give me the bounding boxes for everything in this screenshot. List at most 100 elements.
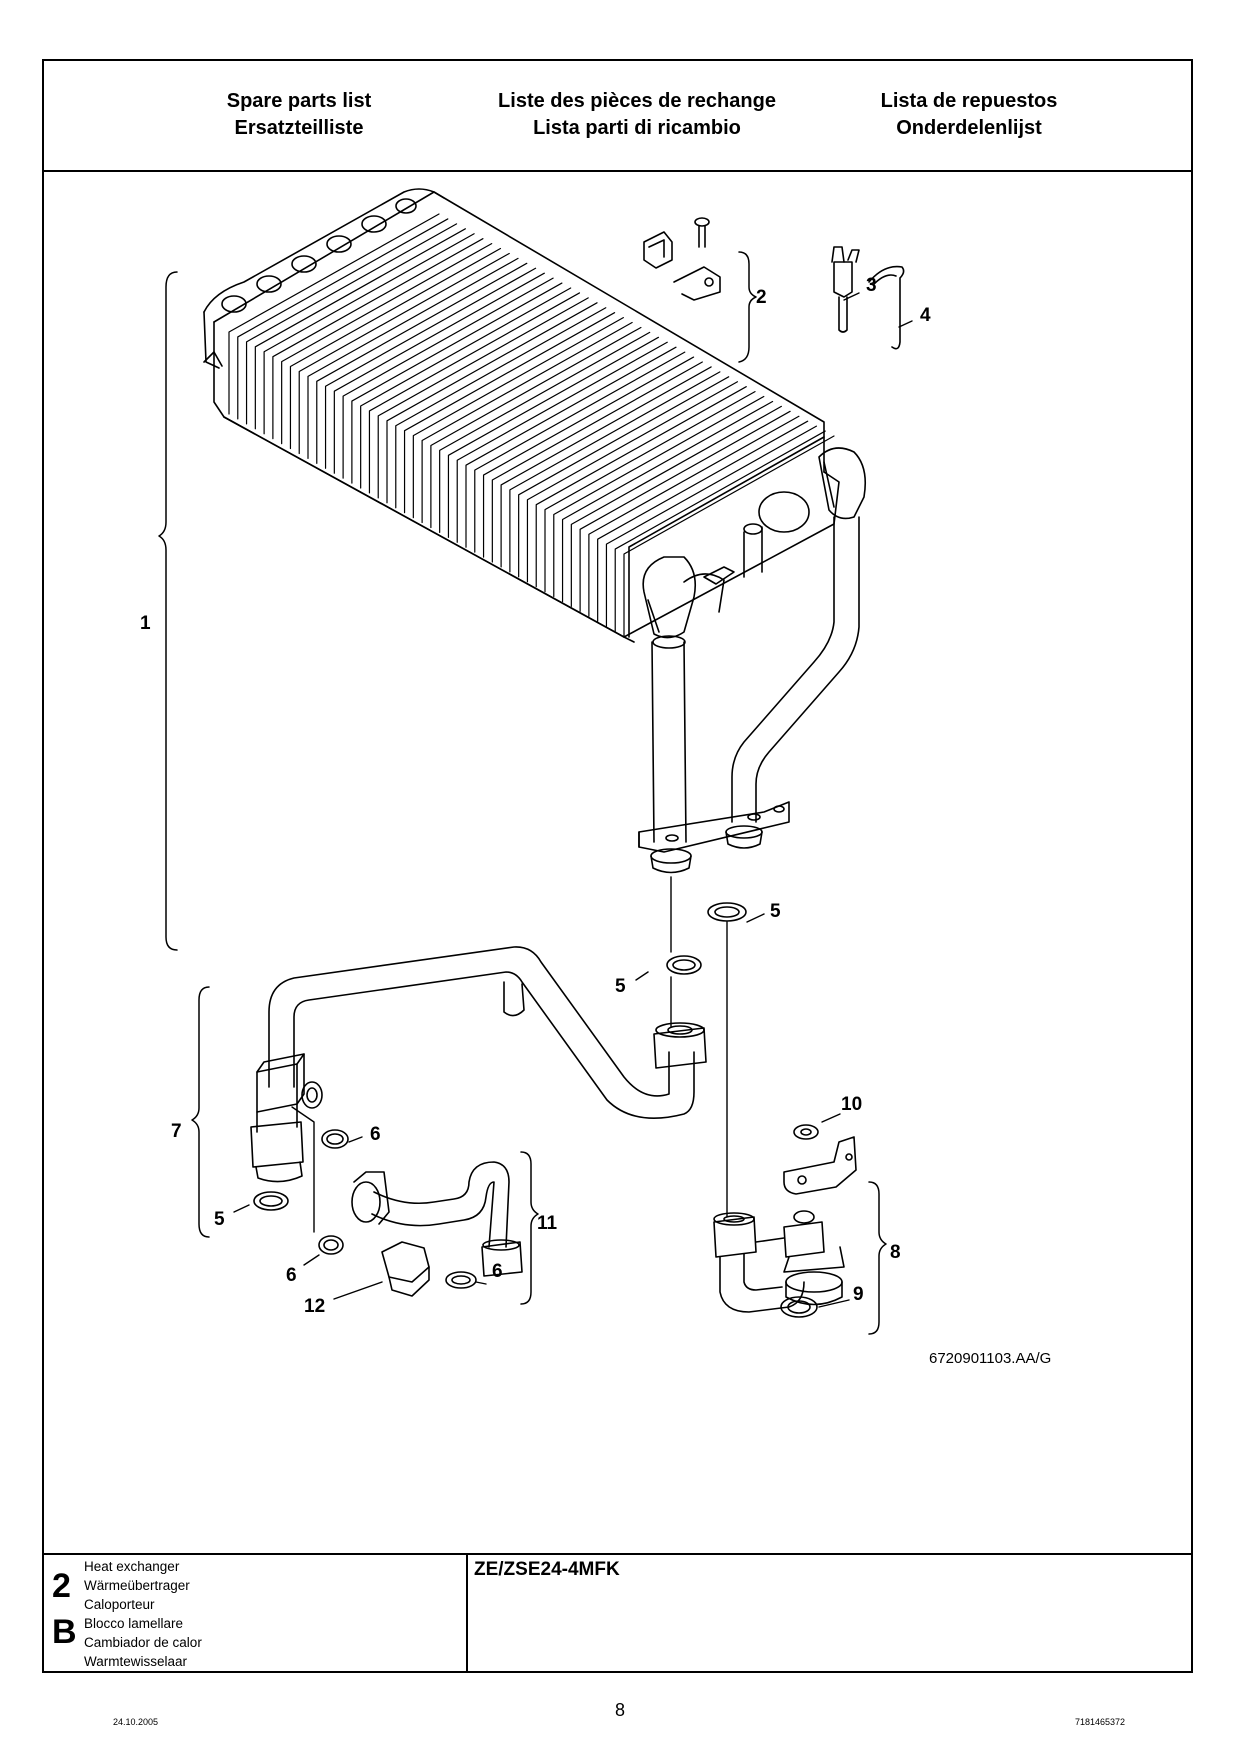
document-number: 7181465372	[1075, 1717, 1126, 1727]
grouping-braces	[158, 251, 887, 1335]
bent-pipe-illustration	[351, 1161, 523, 1277]
valve-fitting-illustration	[713, 1210, 845, 1313]
fin-line	[245, 223, 458, 425]
fin-line	[263, 233, 475, 435]
callout-4: 4	[920, 305, 931, 326]
fin-line	[386, 302, 598, 504]
drawing-reference: 6720901103.AA/G	[929, 1350, 1051, 1367]
pipe-assembly-illustration	[250, 946, 707, 1183]
part-name-english: Heat exchanger	[84, 1559, 180, 1574]
fin-line	[456, 341, 668, 543]
fin-line	[447, 336, 660, 538]
callout-5-left: 5	[214, 1209, 225, 1230]
callout-3: 3	[866, 275, 877, 296]
callout-6-lower: 6	[286, 1265, 297, 1286]
fin-line	[561, 400, 774, 603]
section-letter: B	[52, 1613, 77, 1651]
title-liste-des-pieces: Liste des pièces de rechange	[498, 90, 776, 112]
fin-line	[342, 277, 554, 479]
fin-line	[430, 326, 642, 529]
exchanger-outlet-pipes	[638, 516, 860, 874]
model-designation: ZE/ZSE24-4MFK	[474, 1559, 620, 1580]
fin-line	[623, 435, 835, 637]
fin-line	[482, 356, 695, 558]
fin-line	[474, 351, 686, 553]
heat-exchanger-illustration	[203, 188, 840, 643]
sealing-washers	[253, 902, 818, 1318]
fin-line	[377, 297, 589, 499]
fin-line	[333, 272, 545, 474]
fin-line	[421, 321, 633, 524]
document-date: 24.10.2005	[113, 1717, 159, 1727]
fin-line	[579, 410, 791, 612]
fin-line	[228, 213, 440, 415]
part-name-french: Caloporteur	[84, 1597, 155, 1612]
fin-line	[281, 243, 493, 445]
part-name-italian: Blocco lamellare	[84, 1616, 184, 1631]
title-onderdelenlijst: Onderdelenlijst	[896, 117, 1042, 139]
fin-line	[605, 425, 818, 627]
fin-line	[544, 391, 756, 593]
fin-line	[254, 228, 466, 430]
callout-10: 10	[841, 1094, 862, 1115]
page-number: 8	[614, 1700, 625, 1720]
fin-line	[509, 371, 721, 573]
title-ersatzteilliste: Ersatzteilliste	[234, 117, 364, 139]
callout-5-middle: 5	[615, 976, 626, 997]
fin-line	[439, 331, 651, 533]
exchanger-connections	[642, 447, 867, 639]
fin-line	[307, 257, 519, 459]
assembly-guide-lines	[291, 876, 728, 1233]
fin-line	[553, 395, 765, 598]
exploded-view-drawing: 1 2 3 4 5 5 5 6 6 6 7 8 9 10 11 12 67209…	[44, 172, 1191, 1559]
fin-line	[360, 287, 572, 489]
callout-6-right: 6	[492, 1261, 503, 1282]
callout-2: 2	[756, 287, 767, 308]
callout-11: 11	[537, 1213, 558, 1234]
fin-line	[614, 430, 826, 632]
fin-line	[395, 307, 607, 509]
leader-lines	[233, 292, 913, 1308]
fin-line	[491, 361, 703, 563]
fin-line	[412, 317, 624, 519]
fin-line	[518, 376, 730, 578]
title-lista-de-repuestos: Lista de repuestos	[880, 90, 1058, 112]
spring-clip-illustration	[868, 265, 905, 350]
fin-line	[500, 366, 712, 568]
header-english-german: Spare parts list Ersatzteilliste	[119, 88, 479, 142]
callout-6-upper: 6	[370, 1124, 381, 1145]
fin-line	[588, 415, 800, 617]
clip-and-screw-illustration	[643, 217, 721, 301]
fin-line	[289, 247, 502, 450]
fin-line	[403, 312, 616, 514]
fin-line	[597, 420, 809, 622]
callout-12: 12	[304, 1296, 325, 1317]
fin-line	[368, 292, 581, 494]
fin-line	[237, 218, 449, 420]
toothed-washer-illustration	[793, 1124, 819, 1140]
fin-line	[272, 238, 484, 440]
fin-line	[298, 252, 510, 455]
fin-line	[316, 262, 528, 464]
callout-7: 7	[171, 1121, 182, 1142]
document-sheet: Spare parts list Ersatzteilliste Liste d…	[42, 59, 1193, 1673]
part-name-spanish: Cambiador de calor	[84, 1635, 202, 1650]
exploded-view-svg: 1 2 3 4 5 5 5 6 6 6 7 8 9 10 11 12 67209…	[140, 188, 1051, 1367]
fin-line	[465, 346, 677, 548]
title-lista-parti: Lista parti di ricambio	[533, 117, 741, 139]
part-name-dutch: Warmtewisselaar	[84, 1654, 188, 1669]
callout-1: 1	[140, 613, 151, 634]
bracket-illustration	[783, 1136, 857, 1195]
footer-title-block: 2 B Heat exchanger Wärmeübertrager Calop…	[44, 1553, 1191, 1671]
callout-labels: 1 2 3 4 5 5 5 6 6 6 7 8 9 10 11 12	[140, 275, 931, 1317]
part-name-list: Heat exchanger Wärmeübertrager Caloporte…	[84, 1557, 202, 1671]
callout-9: 9	[853, 1284, 864, 1305]
part-name-german: Wärmeübertrager	[84, 1578, 190, 1593]
temperature-sensor-illustration	[831, 246, 860, 333]
fin-line	[535, 386, 747, 588]
title-spare-parts-list: Spare parts list	[226, 90, 372, 112]
header-spanish-dutch: Lista de repuestos Onderdelenlijst	[789, 88, 1149, 142]
header-french-italian: Liste des pièces de rechange Lista parti…	[457, 88, 817, 142]
callout-8: 8	[890, 1242, 901, 1263]
section-number: 2	[52, 1567, 71, 1605]
